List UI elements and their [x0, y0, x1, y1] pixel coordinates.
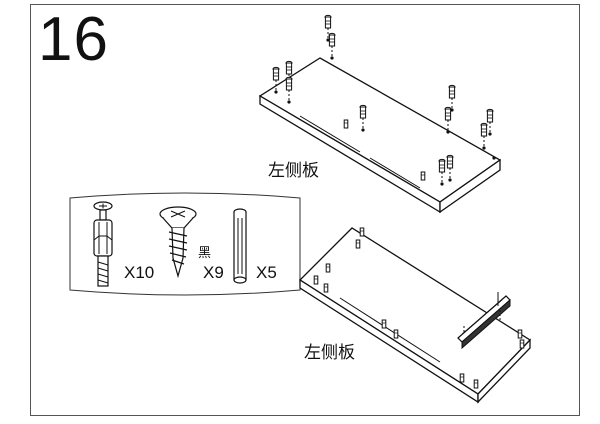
left-side-panel-bottom: [298, 227, 532, 404]
panel-label-bottom: 左侧板: [304, 343, 355, 363]
screw-quantity: X9: [203, 263, 224, 282]
step-number: 16: [38, 5, 109, 74]
cam-bolt-icon: [93, 201, 113, 287]
drawer-slide-rail: [457, 292, 511, 350]
left-side-panel-top: [258, 14, 502, 214]
screw-color-note: 黑: [198, 246, 212, 261]
wood-screw-icon: [159, 206, 197, 279]
page-frame: [30, 4, 580, 416]
cam-bolt-quantity: X10: [124, 263, 155, 282]
wood-dowel-icon: [233, 208, 247, 284]
dowel-quantity: X5: [256, 263, 277, 282]
panel-label-top: 左侧板: [268, 161, 319, 181]
